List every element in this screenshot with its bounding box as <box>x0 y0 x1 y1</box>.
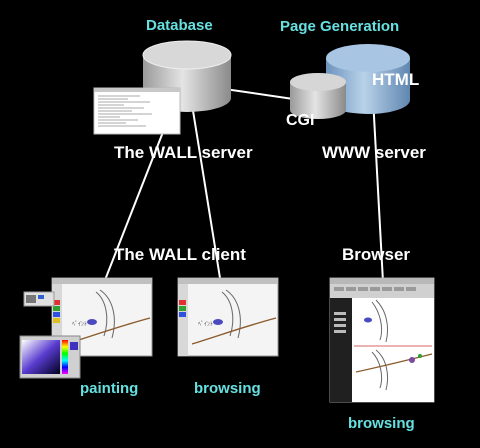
browsing-client-caption: browsing <box>194 380 261 397</box>
cgi-cylinder <box>290 73 346 119</box>
server-terminal-window <box>93 87 181 135</box>
color-picker-window <box>19 335 81 379</box>
database-label: Database <box>146 17 213 34</box>
browser-screenshot <box>329 277 435 403</box>
db-to-browsing-client-line <box>189 91 221 279</box>
browsing-client-screenshot: ﾍﾟｲﾝﾄ <box>177 277 279 357</box>
wall-client-label: The WALL client <box>114 245 246 264</box>
server-to-painting-client-line <box>104 131 164 281</box>
html-to-browser-line <box>372 97 384 283</box>
html-label: HTML <box>372 70 419 89</box>
html-cylinder <box>326 44 410 114</box>
svg-text:ﾍﾟｲﾝﾄ: ﾍﾟｲﾝﾄ <box>198 321 213 328</box>
tool-palette-small <box>23 291 55 307</box>
www-server-label: WWW server <box>322 143 426 162</box>
wall-server-label: The WALL server <box>114 143 253 162</box>
cgi-label: CGI <box>286 112 314 129</box>
svg-text:ﾍﾟｲﾝﾄ: ﾍﾟｲﾝﾄ <box>72 321 87 328</box>
painting-caption: painting <box>80 380 138 397</box>
browser-label: Browser <box>342 245 410 264</box>
page-generation-label: Page Generation <box>280 18 399 35</box>
connector-lines <box>104 87 384 283</box>
db-to-cgi-line <box>217 87 301 101</box>
browsing-browser-caption: browsing <box>348 415 415 432</box>
